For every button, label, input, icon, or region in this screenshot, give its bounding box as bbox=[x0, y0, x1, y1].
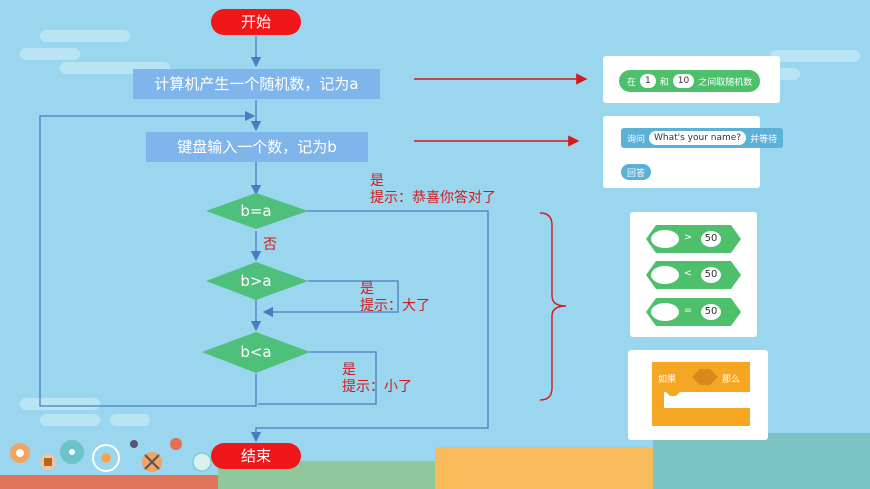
ask-prefix: 询问 bbox=[627, 134, 646, 145]
compare-op-gt: > bbox=[683, 232, 693, 243]
compare-block-shapes bbox=[646, 225, 741, 326]
decision-equal: b=a bbox=[240, 202, 272, 220]
compare-value-input[interactable]: 50 bbox=[704, 306, 718, 317]
end-terminal: 结束 bbox=[211, 443, 301, 469]
decision-less: b<a bbox=[240, 343, 272, 361]
decision-greater: b>a bbox=[240, 272, 272, 290]
process-input-number: 键盘输入一个数，记为b bbox=[146, 132, 368, 162]
bottom-strip-yellow bbox=[435, 447, 653, 489]
if-block-card: 如果 那么 bbox=[628, 350, 768, 440]
random-suffix: 之间取随机数 bbox=[698, 77, 753, 88]
cloud-decoration bbox=[110, 414, 150, 426]
bottom-strip-red bbox=[0, 475, 218, 489]
cloud-decoration bbox=[40, 30, 130, 42]
ask-block-card: 询问 What's your name? 并等待 回答 bbox=[603, 116, 784, 188]
yes-label: 是 bbox=[360, 281, 374, 297]
hint-correct: 提示：恭喜你答对了 bbox=[370, 190, 496, 206]
yes-label: 是 bbox=[370, 173, 384, 189]
random-prefix: 在 bbox=[627, 77, 637, 88]
ask-block[interactable]: 询问 What's your name? 并等待 bbox=[621, 128, 784, 148]
ask-suffix: 并等待 bbox=[750, 134, 778, 145]
compare-op-lt: < bbox=[683, 268, 693, 279]
random-to-input[interactable]: 10 bbox=[672, 74, 695, 88]
process-generate-random: 计算机产生一个随机数，记为a bbox=[133, 69, 380, 99]
bottom-strip-teal bbox=[653, 433, 870, 489]
cloud-decoration bbox=[770, 50, 860, 62]
random-mid: 和 bbox=[659, 77, 669, 88]
if-block-shape[interactable] bbox=[628, 350, 768, 440]
compare-value-input[interactable]: 50 bbox=[704, 269, 718, 280]
no-label: 否 bbox=[263, 237, 277, 253]
cloud-decoration bbox=[20, 48, 80, 60]
decision-shape bbox=[206, 262, 308, 300]
random-block[interactable]: 在 1 和 10 之间取随机数 bbox=[619, 70, 761, 92]
compare-op-eq: = bbox=[683, 305, 693, 316]
compare-value-input[interactable]: 50 bbox=[704, 233, 718, 244]
compare-blocks-card: > 50 < 50 = 50 bbox=[630, 212, 757, 337]
answer-block[interactable]: 回答 bbox=[621, 164, 652, 180]
yes-label: 是 bbox=[342, 362, 356, 378]
random-block-card: 在 1 和 10 之间取随机数 bbox=[603, 56, 780, 103]
ask-question-input[interactable]: What's your name? bbox=[649, 131, 747, 145]
decorative-icons bbox=[8, 436, 218, 476]
if-label: 如果 bbox=[658, 375, 677, 385]
then-label: 那么 bbox=[722, 375, 741, 385]
decision-shape bbox=[202, 332, 310, 373]
random-from-input[interactable]: 1 bbox=[640, 74, 656, 88]
start-terminal: 开始 bbox=[211, 9, 301, 35]
hint-too-big: 提示：大了 bbox=[360, 298, 430, 314]
decision-shape bbox=[206, 193, 308, 229]
cloud-decoration bbox=[40, 414, 100, 426]
hint-too-small: 提示：小了 bbox=[342, 379, 412, 395]
